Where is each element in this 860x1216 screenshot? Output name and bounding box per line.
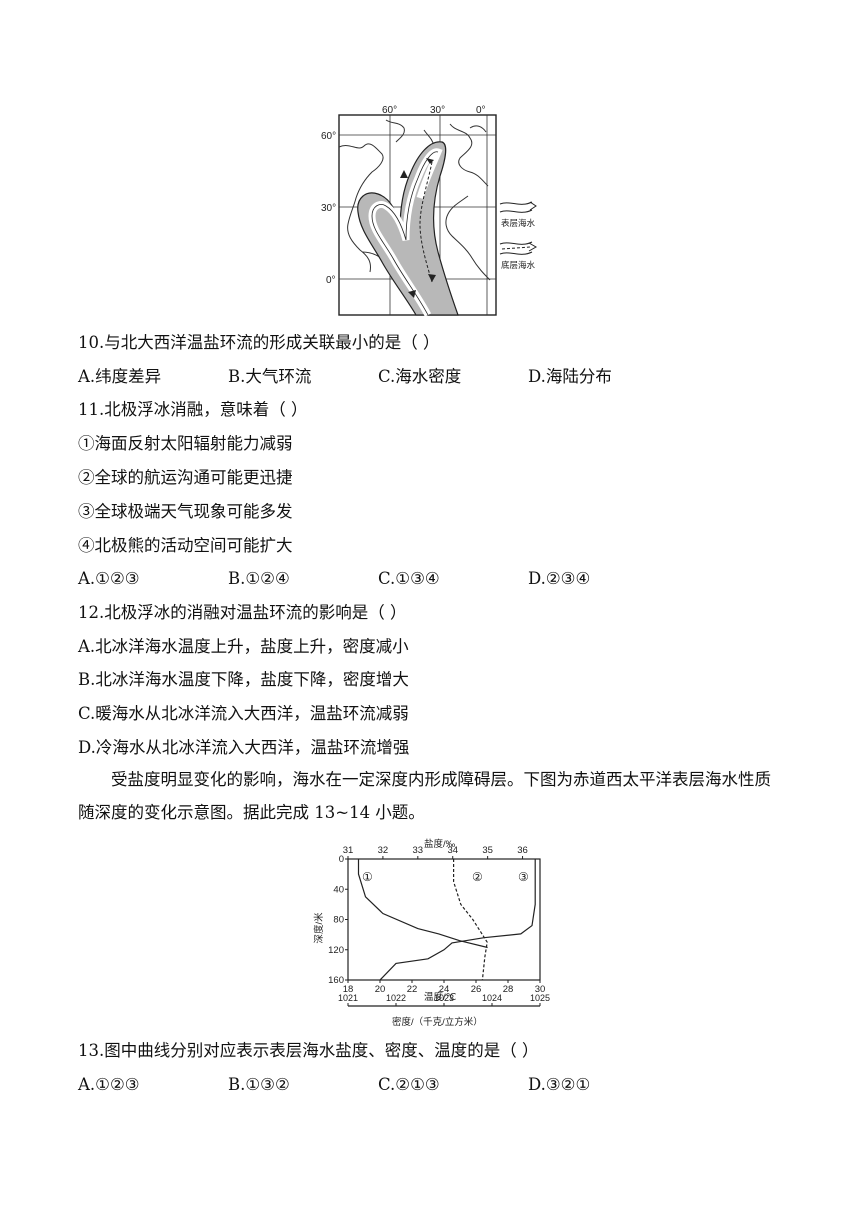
q10-option-a[interactable]: A.纬度差异 [78,367,162,386]
plot-frame [347,858,541,981]
salinity-tick-label: 34 [447,845,458,856]
temperature-tick-label: 18 [343,984,354,995]
density-tick-label: 1025 [530,993,550,1003]
depth-profile-chart: 盐度/‰ 温度/℃ 密度/（千克/立方米） 深度/米 31 32 33 34 35 36 0… [313,838,550,1028]
density-tick-label: 1022 [386,993,406,1003]
temperature-tick-label: 28 [503,984,514,995]
lon-label-30: 30° [430,105,445,116]
q11-stem: 11.北极浮冰消融，意味着（ ） [78,400,308,419]
depth-tick-label: 0 [339,854,344,865]
q11-option-a[interactable]: A.①②③ [78,569,140,588]
density-tick-label: 1021 [338,993,358,1003]
curve-density [453,859,488,981]
surface-current-outline [371,151,439,316]
temperature-tick-label: 20 [375,984,386,995]
q10-stem: 10.与北大西洋温盐环流的形成关联最小的是（ ） [78,333,440,352]
lat-label-60: 60° [321,131,336,142]
q13-option-c[interactable]: C.②①③ [378,1075,440,1094]
density-axis-label: 密度/（千克/立方米） [392,1016,483,1028]
q10-option-d[interactable]: D.海陆分布 [528,367,612,386]
depth-tick-label: 80 [333,915,344,926]
curve-temperature [379,859,536,981]
temperature-tick-label: 26 [471,984,482,995]
q11-statement-4: ④北极熊的活动空间可能扩大 [78,536,293,555]
temperature-tick-label: 24 [439,984,450,995]
q11-statement-2: ②全球的航运沟通可能更迅捷 [78,468,293,487]
q11-statement-3: ③全球极端天气现象可能多发 [78,502,293,521]
q13-option-d[interactable]: D.③②① [528,1075,591,1094]
temperature-axis-label: 温度/℃ [424,991,457,1003]
depth-axis-label: 深度/米 [313,912,325,944]
flow-arrow-icon [428,274,436,282]
q11-option-c[interactable]: C.①③④ [378,569,440,588]
q13-stem: 13.图中曲线分别对应表示表层海水盐度、密度、温度的是（ ） [78,1041,539,1060]
depth-tick-label: 160 [328,975,344,986]
q11-statement-1: ①海面反射太阳辐射能力减弱 [78,434,293,453]
q12-option-c[interactable]: C.暖海水从北冰洋流入大西洋，温盐环流减弱 [78,704,409,723]
legend-surface-label: 表层海水 [501,218,536,228]
salinity-tick-label: 35 [482,845,493,856]
salinity-axis-label: 盐度/‰ [424,838,456,850]
temperature-tick-label: 22 [407,984,418,995]
depth-tick-label: 40 [333,884,344,895]
thermohaline-map-figure: 60° 30° 0° 60° 30° 0° 表层海水 [321,105,538,317]
salinity-tick-label: 31 [343,845,354,856]
curve-label: ① [362,870,373,884]
q13-option-a[interactable]: A.①②③ [78,1075,140,1094]
temperature-tick-label: 30 [535,984,546,995]
q12-option-a[interactable]: A.北冰洋海水温度上升，盐度上升，密度减小 [78,637,409,656]
curve-label: ③ [518,870,529,884]
depth-axis-label-text: 深度/米 [313,912,325,944]
q12-option-b[interactable]: B.北冰洋海水温度下降，盐度下降，密度增大 [78,670,409,689]
flow-arrow-icon [426,158,434,164]
flow-arrow-icon [408,290,416,298]
density-tick-label: 1024 [482,993,502,1003]
legend-deep-label: 底层海水 [501,260,536,270]
density-tick-label: 1023 [434,993,454,1003]
lon-label-0: 0° [476,105,486,116]
passage-text: 受盐度明显变化的影响，海水在一定深度内形成障碍层。下图为赤道西太平洋表层海水性质… [78,770,771,822]
q12-stem: 12.北极浮冰的消融对温盐环流的影响是（ ） [78,603,407,622]
salinity-tick-label: 36 [517,845,528,856]
q11-option-d[interactable]: D.②③④ [528,569,591,588]
flow-arrow-icon [400,170,408,178]
salinity-tick-label: 33 [413,845,424,856]
curve-salinity [357,859,488,949]
q10-option-c[interactable]: C.海水密度 [378,367,462,386]
depth-tick-label: 120 [328,945,344,956]
curve-label: ② [472,870,483,884]
q11-option-b[interactable]: B.①②④ [228,569,290,588]
q10-option-b[interactable]: B.大气环流 [228,367,312,386]
q13-option-b[interactable]: B.①③② [228,1075,290,1094]
q12-option-d[interactable]: D.冷海水从北冰洋流入大西洋，温盐环流增强 [78,738,410,757]
legend-surface: 表层海水 [499,201,537,228]
lat-label-0: 0° [326,275,336,286]
lat-label-30: 30° [321,203,336,214]
lon-label-60: 60° [382,105,397,116]
legend-deep: 底层海水 [499,241,538,270]
salinity-tick-label: 32 [378,845,389,856]
